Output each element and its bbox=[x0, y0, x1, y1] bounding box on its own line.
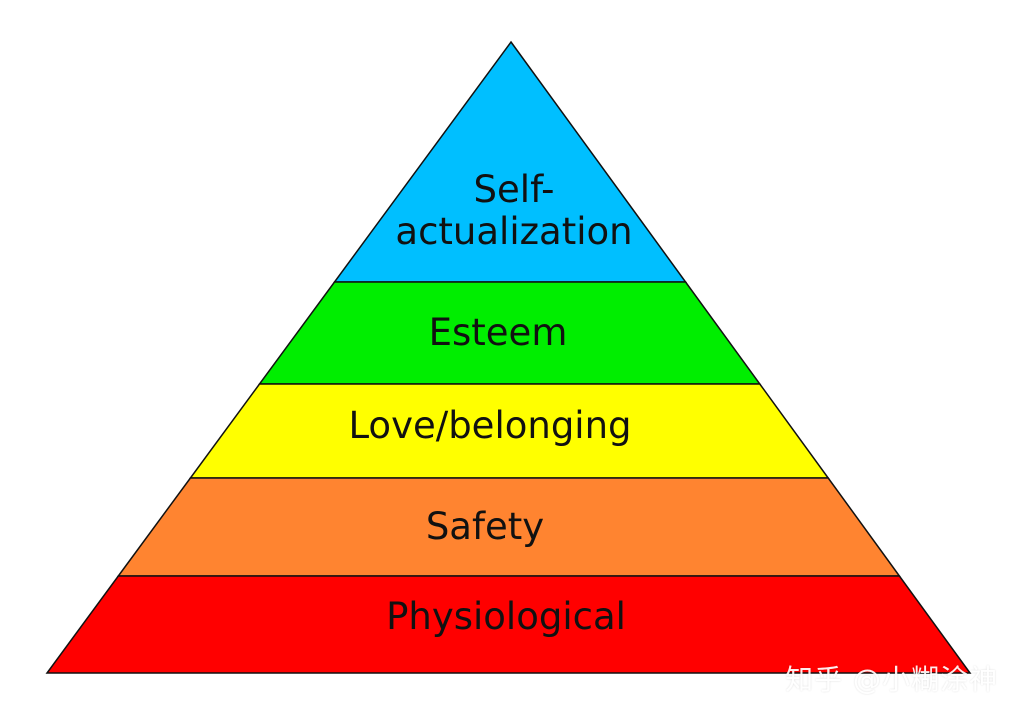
level-label-line: Safety bbox=[426, 505, 544, 548]
level-label-physiological: Physiological bbox=[386, 595, 626, 638]
pyramid-levels: Self-actualizationEsteemLove/belongingSa… bbox=[45, 40, 972, 674]
level-label-safety: Safety bbox=[426, 505, 544, 548]
level-label-line: actualization bbox=[395, 210, 632, 253]
level-label-love-belonging: Love/belonging bbox=[348, 404, 631, 447]
level-label-line: Physiological bbox=[386, 595, 626, 638]
level-label-self-actualization: Self-actualization bbox=[395, 168, 632, 253]
level-label-line: Esteem bbox=[429, 311, 568, 354]
level-label-esteem: Esteem bbox=[429, 311, 568, 354]
level-label-line: Self- bbox=[474, 168, 555, 211]
watermark: 知乎 @小糊涂神 bbox=[785, 663, 998, 696]
level-label-line: Love/belonging bbox=[348, 404, 631, 447]
level-physiological bbox=[45, 575, 972, 674]
